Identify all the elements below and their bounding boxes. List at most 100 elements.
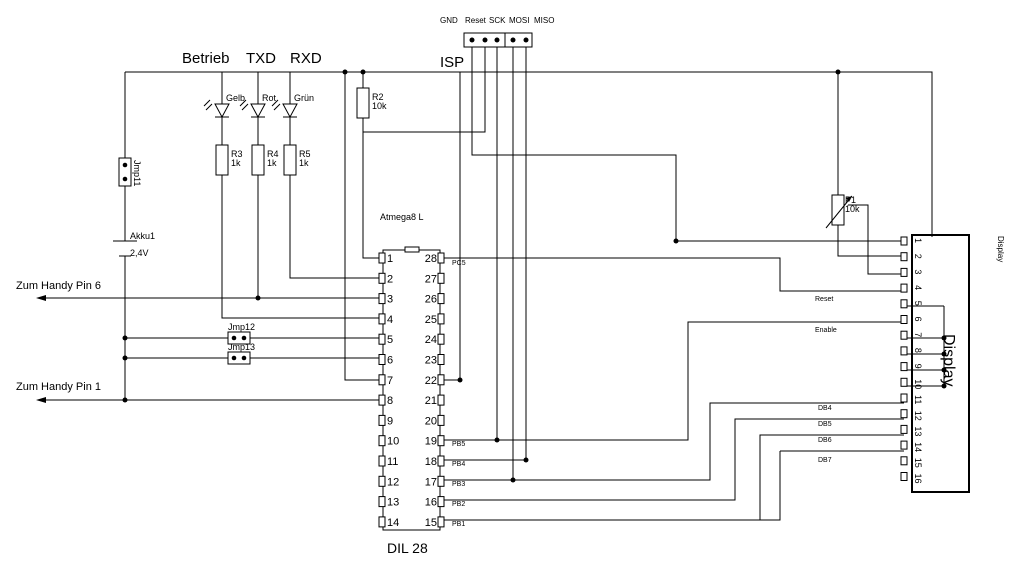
ic-pin-number: 4 [387, 314, 393, 326]
ic-pin-5: 5 [378, 333, 393, 346]
ic-pin-number: 8 [387, 395, 393, 407]
battery-akku1: Akku1 2,4V [113, 231, 155, 258]
ic-pin-1: 1 [378, 252, 393, 265]
isp-pin-reset: Reset [465, 16, 487, 25]
isp-pin-gnd: GND [440, 16, 458, 25]
isp-header: GND Reset SCK MOSI MISO [440, 16, 554, 48]
ic-pin-10: 10 [378, 435, 399, 448]
handy-pin6-label: Zum Handy Pin 6 [16, 280, 101, 292]
svg-text:1k: 1k [231, 158, 241, 168]
svg-text:10k: 10k [845, 204, 860, 214]
led-gelb-label: Gelb [226, 93, 245, 103]
ic-pin-number: 14 [387, 517, 399, 529]
pc5-label: PC5 [452, 260, 466, 267]
resistor-r3: R3 1k [215, 144, 243, 176]
display-pin-11: 11 [900, 393, 923, 404]
led-rot-label: Rot [262, 93, 277, 103]
ic-pin-number: 1 [387, 253, 393, 265]
reset-net-label: Reset [815, 296, 833, 303]
ic-pin-19: 19 [425, 435, 445, 448]
isp-label: ISP [440, 54, 464, 71]
display-pin-8: 8 [900, 346, 923, 356]
db5-label: DB5 [818, 421, 832, 428]
svg-text:10k: 10k [372, 101, 387, 111]
ic-pin-number: 9 [387, 415, 393, 427]
pb4-label: PB4 [452, 461, 465, 468]
ic-pin-14: 14 [378, 516, 399, 529]
led-gruen: Grün [271, 93, 314, 119]
ic-pin-number: 3 [387, 294, 393, 306]
ic-pin-number: 20 [425, 415, 437, 427]
ic-name: Atmega8 L [380, 212, 424, 222]
ic-pin-26: 26 [425, 293, 445, 306]
svg-text:1k: 1k [267, 158, 277, 168]
display-pin-number: 9 [913, 364, 923, 369]
display-pin-16: 16 [900, 472, 923, 484]
ic-pin-number: 12 [387, 476, 399, 488]
pb5-label: PB5 [452, 441, 465, 448]
display-pin-number: 13 [913, 426, 923, 436]
ic-pin-number: 13 [387, 497, 399, 509]
ic-pin-number: 18 [425, 456, 437, 468]
ic-pin-8: 8 [378, 394, 393, 407]
display-pin-number: 11 [913, 395, 923, 404]
display-pin-number: 14 [913, 442, 923, 452]
ic-pin-7: 7 [378, 374, 393, 387]
display-pin-number: 4 [913, 285, 923, 290]
ic-pin-25: 25 [425, 313, 445, 326]
ic-pin-number: 28 [425, 253, 437, 265]
ic-pin-number: 27 [425, 273, 437, 285]
jumper-jmp12: Jmp12 [227, 322, 255, 345]
display-pin-15: 15 [900, 456, 923, 468]
display-pin-number: 8 [913, 348, 923, 353]
ic-pin-number: 22 [425, 375, 437, 387]
display-pin-1: 1 [900, 236, 923, 246]
pb1-label: PB1 [452, 521, 465, 528]
display-pin-10: 10 [900, 377, 923, 389]
ic-pin-number: 10 [387, 436, 399, 448]
ic-pin-number: 26 [425, 294, 437, 306]
ic-pin-number: 21 [425, 395, 437, 407]
ic-pin-4: 4 [378, 313, 393, 326]
ic-pin-12: 12 [378, 475, 399, 488]
pb2-label: PB2 [452, 501, 465, 508]
resistor-r5: R5 1k [283, 144, 311, 176]
db6-label: DB6 [818, 437, 832, 444]
svg-text:1k: 1k [299, 158, 309, 168]
display-pin-3: 3 [900, 267, 923, 277]
isp-pin-miso: MISO [534, 16, 554, 25]
display-pin-7: 7 [900, 330, 923, 340]
db4-label: DB4 [818, 405, 832, 412]
svg-text:R5: R5 [299, 149, 311, 159]
rxd-label: RXD [290, 50, 322, 67]
handy-pin1-label: Zum Handy Pin 1 [16, 381, 101, 393]
led-gelb: Gelb [203, 93, 245, 119]
led-gruen-label: Grün [294, 93, 314, 103]
display-pin-6: 6 [900, 315, 923, 324]
display-pin-number: 3 [913, 269, 923, 274]
isp-pin-mosi: MOSI [509, 16, 529, 25]
svg-text:Akku1: Akku1 [130, 231, 155, 241]
display-pin-14: 14 [900, 440, 923, 452]
ic-pin-9: 9 [378, 414, 393, 427]
potentiometer-p1: P1 10k [825, 194, 860, 229]
jumper-jmp13: Jmp13 [227, 342, 255, 365]
svg-text:Jmp11: Jmp11 [132, 160, 142, 186]
svg-text:R3: R3 [231, 149, 243, 159]
ic-pin-24: 24 [425, 333, 445, 346]
betrieb-label: Betrieb [182, 50, 230, 67]
svg-text:R2: R2 [372, 92, 384, 102]
ic-pin-number: 7 [387, 375, 393, 387]
ic-pin-21: 21 [425, 394, 445, 407]
ic-pin-number: 6 [387, 355, 393, 367]
display-pin-number: 7 [913, 332, 923, 337]
ic-pin-16: 16 [425, 496, 445, 509]
pb3-label: PB3 [452, 481, 465, 488]
ic-pin-number: 2 [387, 273, 393, 285]
ic-pin-11: 11 [378, 455, 398, 468]
display-pin-9: 9 [900, 362, 923, 372]
